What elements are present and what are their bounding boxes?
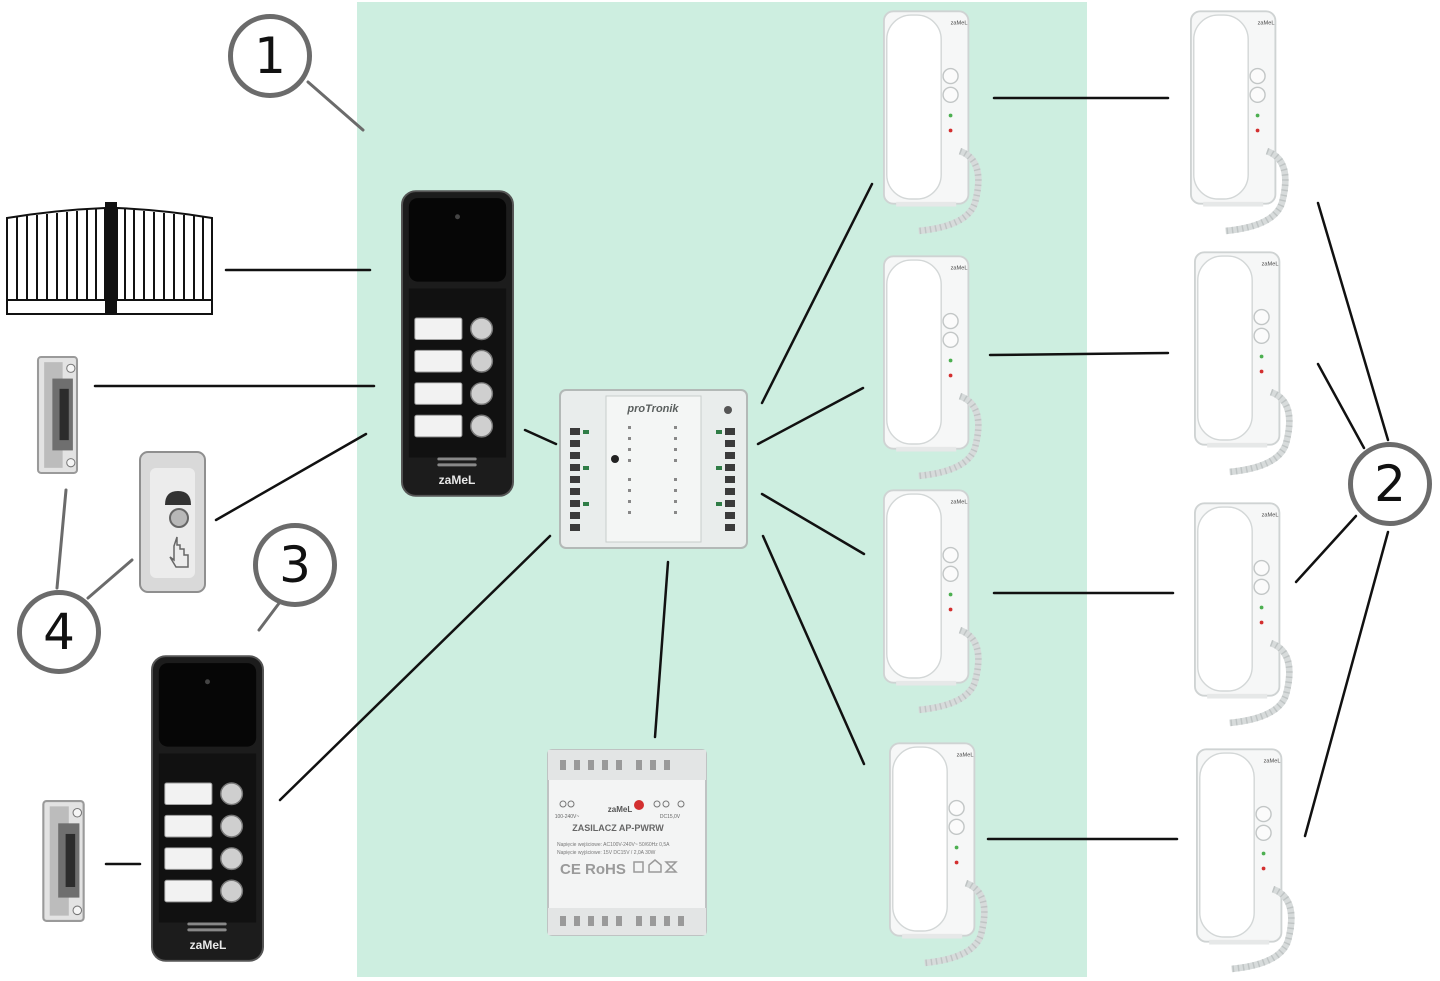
intercom-handset-icon — [1191, 11, 1285, 231]
intercom-handset-icon — [1195, 503, 1289, 723]
power-supply-line-2: Napięcie wyjściowe: 15V DC15V / 2,0A 30W — [557, 850, 656, 856]
power-supply-brand: zaMeL — [608, 805, 633, 814]
electric-strike-icon — [36, 356, 79, 474]
controller-title: proTronik — [626, 403, 679, 415]
outdoor-panel-main: zaMeL — [401, 190, 514, 497]
power-supply-marks: CE RoHS — [560, 861, 626, 878]
intercom-handset-icon — [884, 490, 978, 710]
callout-3: 3 — [253, 523, 337, 607]
panel-brand: zaMeL — [190, 938, 227, 952]
outdoor-panel-secondary: zaMeL — [151, 655, 264, 962]
gate-icon — [6, 202, 213, 315]
intercom-handset-icon — [1195, 252, 1289, 472]
callout-4: 4 — [17, 590, 101, 674]
exit-button-icon — [139, 451, 206, 593]
power-supply-line-1: Napięcie wejściowe: AC100V-240V~ 50/60Hz… — [557, 842, 670, 848]
intercom-handset-icon — [1197, 749, 1291, 969]
callout-2: 2 — [1348, 442, 1432, 526]
intercom-handset-icon — [884, 11, 978, 231]
power-supply-icon: zaMeL 100-240V~ DC15,0V ZASILACZ AP-PWRW… — [547, 749, 707, 936]
callout-1: 1 — [228, 14, 312, 98]
panel-brand: zaMeL — [439, 473, 476, 487]
electric-strike-icon — [42, 800, 85, 922]
controller-module: proTronik — [559, 389, 748, 549]
intercom-handset-icon — [884, 256, 978, 476]
intercom-handset-icon — [890, 743, 984, 963]
callout-leaders — [55, 80, 365, 632]
power-supply-input-label: 100-240V~ — [555, 814, 580, 820]
power-supply-output-label: DC15,0V — [660, 814, 681, 820]
power-supply-title: ZASILACZ AP-PWRW — [572, 823, 664, 833]
connection-lines — [93, 96, 1390, 866]
